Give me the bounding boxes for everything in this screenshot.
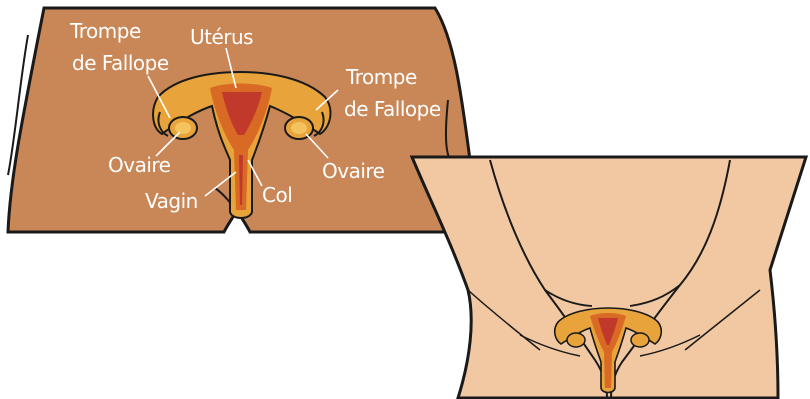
label-cervix: Col xyxy=(262,184,292,206)
label-uterus: Utérus xyxy=(190,26,253,48)
label-tube-left-line1: Trompe xyxy=(70,20,141,42)
label-ovary-right: Ovaire xyxy=(322,160,384,182)
label-vagina: Vagin xyxy=(145,190,198,212)
label-ovary-left: Ovaire xyxy=(108,154,170,176)
label-tube-right-line2: de Fallope xyxy=(344,98,441,120)
label-tube-left-line2: de Fallope xyxy=(72,52,169,74)
label-tube-right-line1: Trompe xyxy=(346,66,417,88)
